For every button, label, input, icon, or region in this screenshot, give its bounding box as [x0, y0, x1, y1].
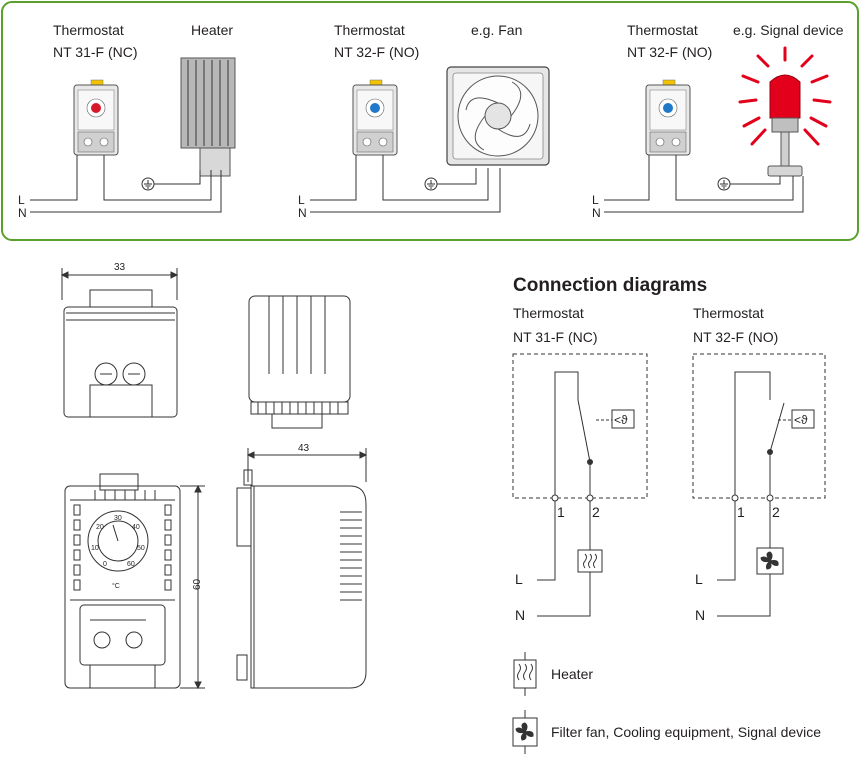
wiring-panel: Thermostat NT 31-F (NC) Heater: [1, 1, 859, 241]
nc-line-N: N: [515, 607, 525, 623]
dial-scale-60: 60: [127, 561, 135, 568]
wiring-fan-example: Thermostat NT 32-F (NO) e.g. Fan L: [298, 22, 550, 220]
panel3-device-title-1: Thermostat: [627, 22, 698, 38]
dim-width-label: 33: [114, 262, 126, 273]
no-sensor-label: <ϑ: [794, 413, 808, 427]
dim-height-label: 60: [192, 578, 203, 590]
dimension-drawings: [60, 268, 368, 690]
wiring-heater-example: Thermostat NT 31-F (NC) Heater: [18, 22, 236, 220]
panel3-line-L: L: [592, 193, 599, 207]
dial-scale: 0 10 20 30 40 50 60 °C: [91, 515, 145, 590]
panel1-load-title: Heater: [191, 22, 233, 38]
no-terminal-1: 1: [737, 504, 745, 520]
nc-connection-diagram: Thermostat NT 31-F (NC) <ϑ 1 2 L N: [512, 305, 648, 623]
no-knob-icon: [370, 103, 380, 113]
panel2-device-title-2: NT 32-F (NO): [334, 44, 419, 60]
thermostat-icon: [73, 79, 119, 156]
no-line-N: N: [695, 607, 705, 623]
dim-depth-label: 43: [298, 443, 310, 454]
no-housing-outline: [692, 353, 826, 499]
nc-title-1: Thermostat: [513, 305, 584, 321]
top-view-drawing: [60, 268, 179, 418]
panel1-device-title-2: NT 31-F (NC): [53, 44, 138, 60]
nc-title-2: NT 31-F (NC): [513, 329, 598, 345]
panel1-device-title-1: Thermostat: [53, 22, 124, 38]
no-connection-diagram: Thermostat NT 32-F (NO) <ϑ 1 2 L N: [692, 305, 826, 623]
panel3-load-title: e.g. Signal device: [733, 22, 844, 38]
ground-icon: [141, 177, 155, 191]
no-title-2: NT 32-F (NO): [693, 329, 778, 345]
legend-heater-icon: [513, 659, 537, 689]
side-top-view-drawing: [248, 295, 351, 429]
dial-scale-50: 50: [137, 545, 145, 552]
no-knob-icon: [663, 103, 673, 113]
no-title-1: Thermostat: [693, 305, 764, 321]
legend-fan-label: Filter fan, Cooling equipment, Signal de…: [551, 724, 821, 740]
legend-fan-icon: [512, 717, 538, 747]
dial-scale-0: 0: [103, 561, 107, 568]
nc-terminal-2: 2: [592, 504, 600, 520]
dial-unit: °C: [112, 582, 120, 590]
legend-heater-label: Heater: [551, 666, 593, 682]
panel2-line-L: L: [298, 193, 305, 207]
side-view-drawing: [236, 448, 368, 689]
legend: Heater Filter fan, Cooling equipment, Si…: [512, 652, 821, 754]
panel1-line-N: N: [18, 206, 27, 220]
ground-icon: [424, 177, 438, 191]
dial-scale-30: 30: [114, 515, 122, 522]
no-terminal-2: 2: [772, 504, 780, 520]
front-view-drawing: [64, 473, 205, 690]
wiring-panel-border: [1, 1, 859, 241]
panel2-line-N: N: [298, 206, 307, 220]
thermostat-icon: [352, 79, 398, 156]
dial-scale-10: 10: [91, 545, 99, 552]
ground-icon: [717, 177, 731, 191]
panel3-device-title-2: NT 32-F (NO): [627, 44, 712, 60]
wiring-signal-example: Thermostat NT 32-F (NO) e.g. Signal devi…: [592, 22, 844, 220]
dial-scale-40: 40: [132, 524, 140, 531]
nc-knob-icon: [91, 103, 101, 113]
heater-icon: [180, 57, 236, 177]
thermostat-icon: [645, 79, 691, 156]
panel2-device-title-1: Thermostat: [334, 22, 405, 38]
dial-scale-20: 20: [96, 524, 104, 531]
panel2-load-title: e.g. Fan: [471, 22, 522, 38]
nc-sensor-label: <ϑ: [614, 413, 628, 427]
connection-diagrams-heading: Connection diagrams: [513, 275, 707, 296]
nc-terminal-1: 1: [557, 504, 565, 520]
fan-icon: [446, 66, 550, 166]
panel1-line-L: L: [18, 193, 25, 207]
signal-light-icon: [738, 46, 832, 177]
no-line-L: L: [695, 571, 703, 587]
panel3-line-N: N: [592, 206, 601, 220]
nc-line-L: L: [515, 571, 523, 587]
